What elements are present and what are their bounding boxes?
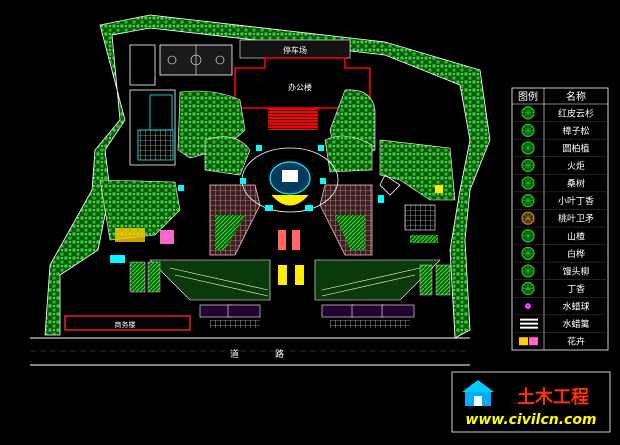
legend-row: 樟子松	[512, 121, 608, 137]
legend-item-label: 圆柏植	[562, 142, 589, 154]
west-garden	[110, 228, 174, 263]
legend-item-label: 桑树	[567, 178, 585, 190]
legend-row: 红皮云杉	[521, 106, 594, 120]
logo: 土木工程 www.civilcn.com	[451, 371, 611, 433]
juniper-icon	[521, 141, 535, 155]
axis-planters	[278, 230, 304, 285]
birch-icon	[521, 246, 535, 260]
legend-item-label: 水蜡球	[562, 301, 589, 313]
legend-row: 白桦	[512, 244, 608, 260]
logo-url: www.civilcn.com	[465, 412, 596, 428]
legend-item-label: 白桦	[567, 248, 585, 260]
hedge-strips	[129, 261, 451, 296]
legend-row: 水蜡篱	[512, 314, 608, 330]
euonymus-icon	[521, 211, 535, 225]
legend-item-label: 樟子松	[562, 125, 589, 137]
flower-icon	[519, 337, 538, 346]
road-label-left: 道	[230, 348, 239, 360]
lilac-icon	[521, 194, 535, 208]
legend-row: 花卉	[512, 332, 608, 348]
planter-rows	[199, 304, 415, 328]
mulberry-icon	[521, 176, 535, 190]
legend-item-label: 山楂	[567, 230, 585, 242]
privet-ball-icon	[525, 303, 531, 310]
privet-hedge-icon	[520, 318, 538, 329]
legend-row: 水蜡球	[512, 297, 608, 313]
sports-court	[159, 44, 233, 76]
willow-icon	[521, 264, 535, 278]
legend-item-label: 桃叶卫矛	[558, 213, 594, 225]
legend-item-label: 丁香	[567, 284, 585, 295]
legend-row: 圆柏植	[512, 138, 608, 155]
legend-item-label: 水蜡篱	[562, 318, 589, 330]
shop-building	[64, 315, 191, 331]
legend-item-label: 红皮云杉	[558, 107, 594, 119]
legend-item-label: 火炬	[567, 160, 585, 172]
south-walkways	[149, 259, 441, 301]
spruce-icon	[521, 106, 535, 120]
sumac-icon	[521, 158, 535, 173]
legend-item-label: 花卉	[567, 336, 585, 348]
central-lawns	[209, 184, 373, 256]
central-plaza	[241, 147, 339, 213]
legend-row: 火炬	[512, 156, 608, 173]
pine-icon	[521, 123, 535, 137]
shop-label: 商务楼	[115, 320, 136, 329]
west-building	[129, 44, 176, 166]
legend-row: 桃叶卫矛	[512, 209, 608, 225]
hawthorn-icon	[521, 229, 535, 243]
parking-label: 停车场	[283, 45, 307, 55]
east-garden	[379, 174, 443, 243]
cyan-features	[178, 145, 384, 211]
legend-row: 小叶丁香	[512, 191, 608, 208]
legend-header-symbol: 图例	[518, 90, 538, 103]
road-label-right: 路	[275, 348, 284, 360]
legend-header-name: 名称	[566, 90, 586, 103]
clove-icon	[521, 281, 535, 296]
office-building	[234, 57, 371, 130]
office-label: 办公楼	[288, 82, 312, 92]
road	[30, 337, 470, 366]
logo-brand: 土木工程	[517, 386, 589, 408]
legend-row: 桑树	[512, 174, 608, 190]
legend-row: 丁香	[512, 279, 608, 296]
house-logo-icon	[462, 380, 494, 406]
legend-item-label: 小叶丁香	[558, 196, 594, 207]
legend-row: 山楂	[512, 226, 608, 243]
legend-item-label: 馒头柳	[562, 265, 589, 277]
legend: 图例 名称 红皮云杉樟子松圆柏植火炬桑树小叶丁香桃叶卫矛山楂白桦馒头柳丁香水蜡球…	[511, 87, 609, 351]
legend-row: 馒头柳	[512, 261, 608, 278]
